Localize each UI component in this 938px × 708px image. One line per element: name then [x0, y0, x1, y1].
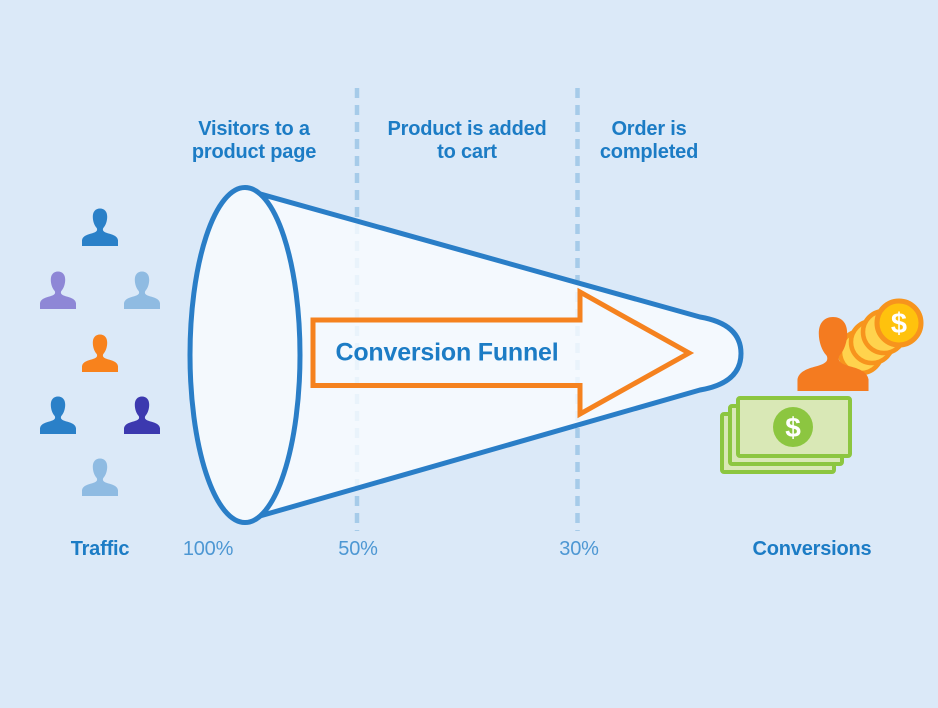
- stage-percent-added-to-cart: 50%: [338, 538, 378, 560]
- stage-percent-visitors: 100%: [182, 538, 234, 560]
- bill-dollar-glyph: $: [785, 412, 801, 443]
- traffic-person-icon: [82, 208, 118, 246]
- traffic-person-icon: [40, 396, 76, 434]
- conversion-arrow: [310, 287, 695, 419]
- traffic-person-icon: [40, 271, 76, 309]
- stage-label-line: completed: [599, 141, 699, 163]
- stage-label-line: to cart: [437, 141, 497, 163]
- stage-label-line: Visitors to a: [198, 118, 310, 140]
- coin-dollar-glyph: $: [891, 308, 907, 340]
- funnel-cone-fill: [246, 190, 741, 520]
- bill-dollar-circle: [773, 407, 813, 447]
- conversions-label: Conversions: [752, 538, 872, 560]
- stage-label-added-to-cart: Product is added to cart: [387, 118, 546, 164]
- traffic-person-icon: [124, 271, 160, 309]
- stage-label-order-completed: Order is completed: [600, 118, 698, 164]
- traffic-person-icon: [124, 396, 160, 434]
- traffic-label: Traffic: [70, 538, 130, 560]
- traffic-person-icon: [82, 334, 118, 372]
- funnel-mouth: [187, 185, 303, 525]
- funnel-title: Conversion Funnel: [335, 338, 559, 367]
- stage-label-line: product page: [191, 141, 317, 163]
- traffic-person-icon: [82, 458, 118, 496]
- stage-label-visitors: Visitors to a product page: [192, 118, 316, 164]
- stage-label-line: Product is added: [387, 118, 547, 140]
- money-bills-icon: $: [720, 396, 852, 474]
- coin: [874, 298, 924, 348]
- stage-label-line: Order is: [611, 118, 687, 140]
- stage-percent-order-completed: 30%: [559, 538, 599, 560]
- funnel-cone-outline: [243, 187, 744, 523]
- traffic-people-icons: [40, 208, 160, 496]
- coins-icon: $: [837, 298, 924, 376]
